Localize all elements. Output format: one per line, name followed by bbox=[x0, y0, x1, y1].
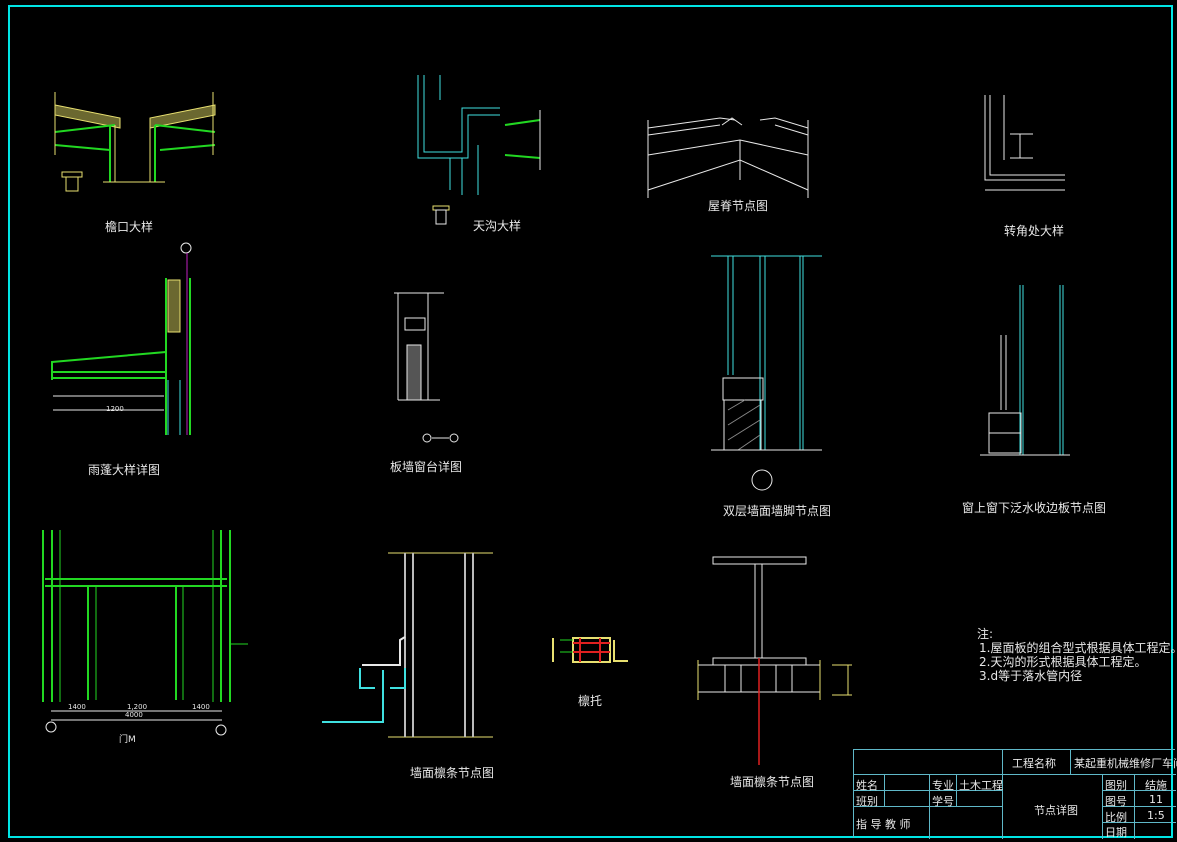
student-no-label: 学号 bbox=[932, 795, 954, 808]
flashing-detail-title: 窗上窗下泛水收边板节点图 bbox=[962, 501, 1107, 515]
double-wall-foot-title: 双层墙面墙脚节点图 bbox=[723, 504, 832, 518]
project-name: 某起重机械维修厂车间 bbox=[1074, 757, 1177, 770]
ridge-detail bbox=[647, 117, 809, 198]
wall-purlin-title-1: 墙面檩条节点图 bbox=[410, 766, 495, 780]
scale-label: 比例 bbox=[1105, 811, 1127, 824]
notes-heading: 注: bbox=[977, 627, 994, 641]
project-label: 工程名称 bbox=[1012, 757, 1056, 770]
drawing-frame bbox=[8, 5, 1173, 838]
number-label: 图号 bbox=[1105, 795, 1127, 808]
canopy-dim-total: 1200 bbox=[106, 405, 124, 413]
canopy-detail bbox=[51, 242, 192, 435]
door-dim-mid: 1,200 bbox=[127, 703, 148, 711]
canopy-detail-title: 雨蓬大样详图 bbox=[88, 463, 161, 477]
drawing-title: 节点详图 bbox=[1034, 804, 1078, 817]
gutter-detail bbox=[417, 75, 541, 225]
eave-detail-title: 檐口大样 bbox=[105, 220, 154, 234]
sill-detail-title: 板墙窗台详图 bbox=[390, 460, 463, 474]
purlin-bracket-detail bbox=[552, 637, 628, 663]
door-detail-title: 门M bbox=[119, 735, 136, 745]
note-item: 3.d等于落水管内径 bbox=[979, 669, 1083, 683]
door-detail bbox=[42, 530, 248, 736]
wall-purlin-detail-1 bbox=[322, 552, 493, 738]
category-label: 图别 bbox=[1105, 779, 1127, 792]
door-dim-total: 4000 bbox=[125, 711, 143, 719]
door-dim-left: 1400 bbox=[68, 703, 86, 711]
gutter-detail-title: 天沟大样 bbox=[473, 219, 522, 233]
flashing-detail bbox=[980, 285, 1070, 456]
date-label: 日期 bbox=[1105, 826, 1127, 839]
sill-detail bbox=[394, 292, 459, 443]
title-block: 工程名称 某起重机械维修厂车间 姓名 专业 土木工程 班别 学号 指 导 教 师… bbox=[853, 749, 1177, 839]
wall-purlin-detail-2 bbox=[697, 556, 852, 765]
major-value: 土木工程 bbox=[959, 779, 1003, 792]
class-label: 班别 bbox=[856, 795, 878, 808]
notes: 注: 1.屋面板的组合型式根据具体工程定。 2.天沟的形式根据具体工程定。 3.… bbox=[977, 627, 1177, 683]
number-value: 11 bbox=[1149, 793, 1163, 806]
double-wall-foot-detail bbox=[711, 255, 822, 491]
ridge-detail-title: 屋脊节点图 bbox=[708, 199, 769, 213]
note-item: 2.天沟的形式根据具体工程定。 bbox=[979, 655, 1147, 669]
advisor-label: 指 导 教 师 bbox=[856, 818, 911, 831]
name-label: 姓名 bbox=[856, 779, 878, 792]
corner-detail bbox=[984, 95, 1065, 191]
corner-detail-title: 转角处大样 bbox=[1004, 224, 1065, 238]
wall-purlin-title-2: 墙面檩条节点图 bbox=[730, 775, 815, 789]
door-dim-right: 1400 bbox=[192, 703, 210, 711]
eave-detail bbox=[54, 92, 216, 192]
purlin-bracket-title: 檩托 bbox=[578, 694, 603, 708]
major-label: 专业 bbox=[932, 779, 954, 792]
scale-value: 1:5 bbox=[1147, 809, 1165, 822]
note-item: 1.屋面板的组合型式根据具体工程定。 bbox=[979, 641, 1177, 655]
category-value: 结施 bbox=[1145, 779, 1167, 792]
